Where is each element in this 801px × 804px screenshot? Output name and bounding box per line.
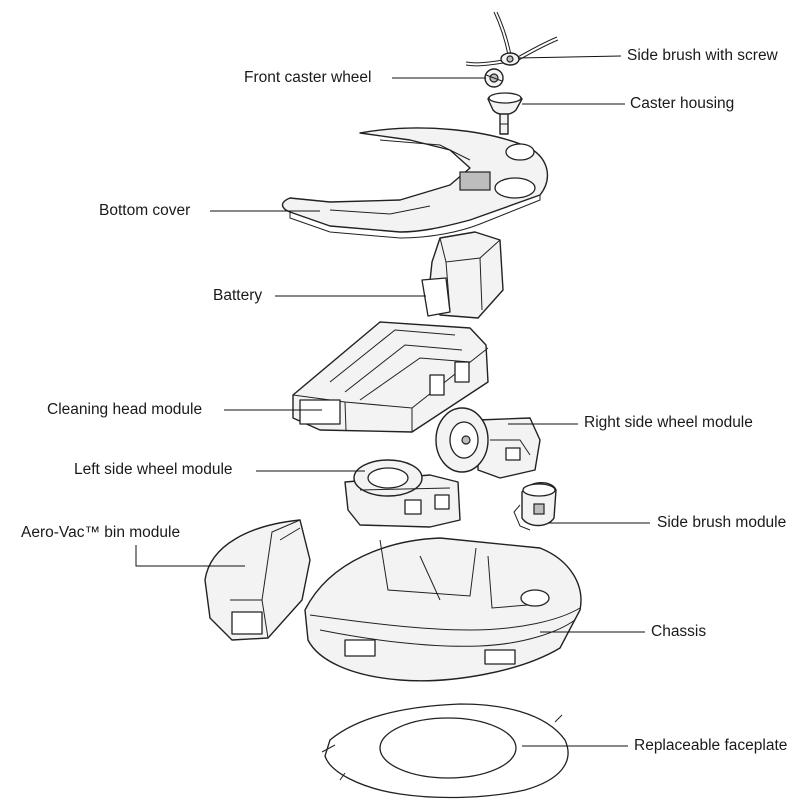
leader-lines xyxy=(135,55,650,747)
label-front-caster-wheel: Front caster wheel xyxy=(244,69,372,86)
bottom-cover-part xyxy=(281,127,549,239)
label-bottom-cover: Bottom cover xyxy=(99,202,191,219)
label-side-brush-with-screw: Side brush with screw xyxy=(627,47,778,64)
side-brush-part xyxy=(465,11,559,67)
chassis-part xyxy=(304,537,582,682)
battery-part xyxy=(421,231,504,319)
label-battery: Battery xyxy=(213,287,263,304)
caster-housing-part xyxy=(487,92,523,135)
label-side-brush-module: Side brush module xyxy=(657,514,787,531)
label-caster-housing: Caster housing xyxy=(630,95,735,112)
front-caster-wheel-part xyxy=(484,68,504,88)
label-chassis: Chassis xyxy=(651,623,707,640)
leader-aero-vac xyxy=(135,545,245,567)
right-side-wheel-module-part xyxy=(435,407,541,479)
cleaning-head-module-part xyxy=(292,321,489,433)
label-left-side-wheel-module: Left side wheel module xyxy=(74,461,233,478)
side-brush-module-part xyxy=(513,482,557,531)
label-replaceable-faceplate: Replaceable faceplate xyxy=(634,737,788,754)
label-right-side-wheel-module: Right side wheel module xyxy=(584,414,753,431)
label-cleaning-head-module: Cleaning head module xyxy=(47,401,203,418)
leader-side-brush xyxy=(517,55,622,59)
aero-vac-bin-module-part xyxy=(204,519,311,641)
left-side-wheel-module-part xyxy=(344,459,461,528)
replaceable-faceplate-part xyxy=(321,703,569,799)
label-aero-vac-bin-module: Aero-Vac™ bin module xyxy=(21,524,181,541)
